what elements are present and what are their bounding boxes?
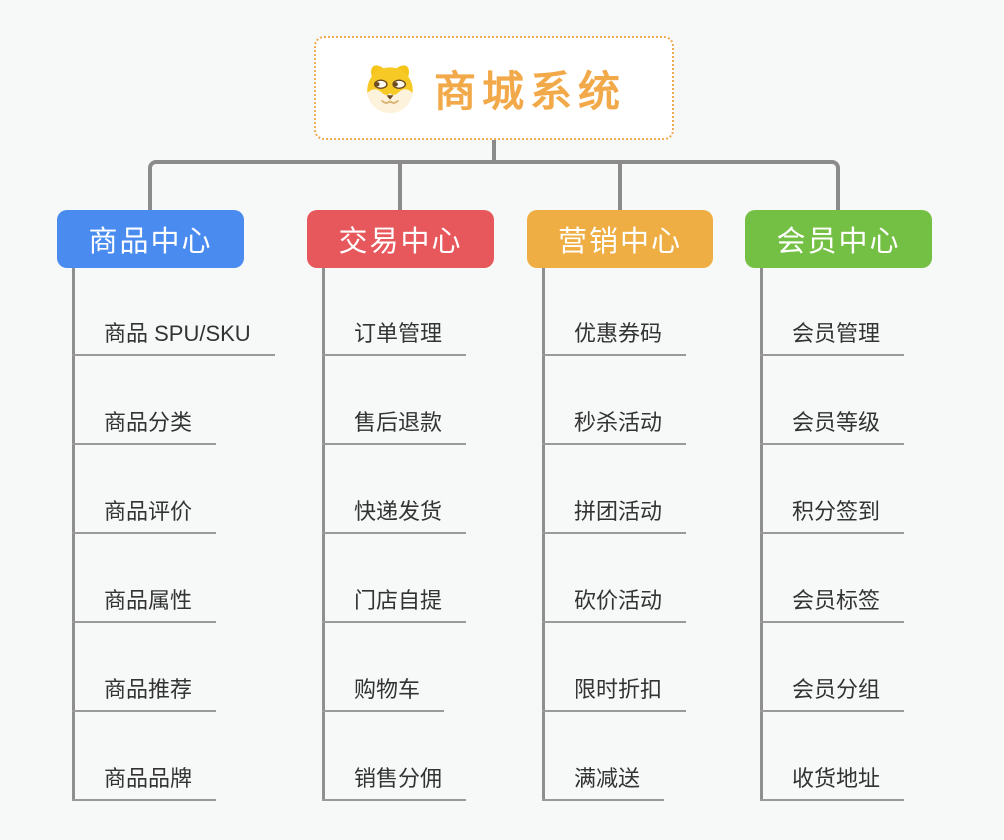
leaf-node[interactable]: 积分签到 (760, 494, 905, 534)
leaf-node[interactable]: 商品分类 (72, 405, 217, 445)
leaf-node[interactable]: 商品 SPU/SKU (72, 316, 275, 356)
leaf-node[interactable]: 砍价活动 (542, 583, 687, 623)
connector-root-drop (492, 140, 496, 164)
connector-drop-branch-2 (398, 160, 402, 210)
root-node[interactable]: 商城系统 (314, 36, 674, 140)
leaf-node[interactable]: 会员分组 (760, 672, 905, 712)
leaf-node[interactable]: 会员标签 (760, 583, 905, 623)
root-title: 商城系统 (433, 67, 626, 115)
leaf-node[interactable]: 限时折扣 (542, 672, 687, 712)
leaf-node[interactable]: 会员管理 (760, 316, 905, 356)
leaf-node[interactable]: 销售分佣 (322, 761, 467, 801)
leaf-node[interactable]: 商品品牌 (72, 761, 217, 801)
leaf-node[interactable]: 优惠券码 (542, 316, 687, 356)
leaf-node[interactable]: 商品属性 (72, 583, 217, 623)
branch-node-trade-center[interactable]: 交易中心 (307, 210, 494, 268)
leaf-node[interactable]: 售后退款 (322, 405, 467, 445)
leaf-node[interactable]: 商品评价 (72, 494, 217, 534)
leaf-node[interactable]: 拼团活动 (542, 494, 687, 534)
leaf-node[interactable]: 门店自提 (322, 583, 467, 623)
branch-spine (760, 268, 763, 801)
branch-node-product-center[interactable]: 商品中心 (57, 210, 244, 268)
leaf-node[interactable]: 订单管理 (322, 316, 467, 356)
leaf-node[interactable]: 收货地址 (760, 761, 905, 801)
leaf-node[interactable]: 会员等级 (760, 405, 905, 445)
branch-spine (72, 268, 75, 801)
branch-node-marketing-center[interactable]: 营销中心 (527, 210, 713, 268)
doge-icon (362, 58, 418, 119)
branch-spine (542, 268, 545, 801)
connector-drop-branch-3 (618, 160, 622, 210)
leaf-node[interactable]: 商品推荐 (72, 672, 217, 712)
connector-bus (148, 160, 840, 210)
leaf-node[interactable]: 购物车 (322, 672, 445, 712)
branch-spine (322, 268, 325, 801)
branch-node-member-center[interactable]: 会员中心 (745, 210, 932, 268)
leaf-node[interactable]: 满减送 (542, 761, 665, 801)
leaf-node[interactable]: 秒杀活动 (542, 405, 687, 445)
leaf-node[interactable]: 快递发货 (322, 494, 467, 534)
